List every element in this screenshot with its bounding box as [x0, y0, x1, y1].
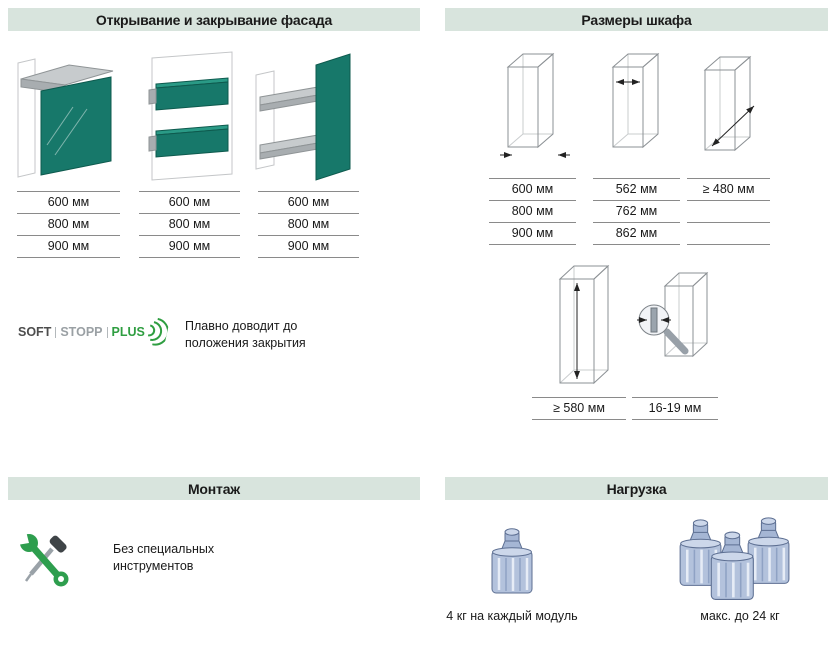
- table-cell: 900 мм: [139, 235, 240, 257]
- section-title: Монтаж: [187, 480, 241, 497]
- logo-divider: [55, 326, 57, 338]
- table-cell: 16-19 мм: [632, 397, 718, 419]
- table-cell: 800 мм: [139, 213, 240, 235]
- table-cell: 762 мм: [593, 200, 680, 222]
- cabinet-height-icon: [548, 255, 618, 390]
- montage-description: Без специальных инструментов: [113, 542, 215, 573]
- facade-size-table-3: 600 мм 800 мм 900 мм: [258, 191, 359, 258]
- cabinet-depth-icon: [695, 40, 770, 165]
- table-cell: [687, 200, 770, 222]
- table-cell: 800 мм: [489, 200, 576, 222]
- cabinet-inner-width-table: 562 мм 762 мм 862 мм: [593, 178, 680, 245]
- cabinet-outer-width-icon: [500, 42, 570, 167]
- facade-sidepanel-illustration: [252, 45, 357, 185]
- section-header-dimensions: Размеры шкафа: [445, 8, 828, 31]
- logo-text-soft: SOFT: [18, 325, 52, 339]
- section-title: Открывание и закрывание фасада: [95, 11, 333, 28]
- section-header-facade: Открывание и закрывание фасада: [8, 8, 420, 31]
- table-cell: 600 мм: [258, 191, 359, 213]
- logo-text-plus: PLUS: [111, 325, 145, 339]
- table-cell: 562 мм: [593, 178, 680, 200]
- softstopp-logo: SOFT STOPP PLUS: [18, 316, 169, 348]
- panel-thickness-icon: [635, 258, 720, 388]
- facade-size-table-1: 600 мм 800 мм 900 мм: [17, 191, 120, 258]
- table-cell: 900 мм: [489, 222, 576, 244]
- table-cell: ≥ 480 мм: [687, 178, 770, 200]
- table-cell: 600 мм: [489, 178, 576, 200]
- facade-size-table-2: 600 мм 800 мм 900 мм: [139, 191, 240, 258]
- table-cell: 800 мм: [258, 213, 359, 235]
- facade-liftdoor-illustration: [15, 45, 120, 185]
- panel-thickness-table: 16-19 мм: [632, 397, 718, 420]
- table-cell: 900 мм: [17, 235, 120, 257]
- logo-divider: [106, 326, 108, 338]
- sound-waves-icon: [144, 316, 169, 348]
- wrench-screwdriver-icon: [14, 530, 76, 596]
- table-cell: ≥ 580 мм: [532, 397, 626, 419]
- table-cell: 800 мм: [17, 213, 120, 235]
- logo-text-stopp: STOPP: [60, 325, 103, 339]
- cabinet-height-table: ≥ 580 мм: [532, 397, 626, 420]
- section-title: Размеры шкафа: [581, 11, 692, 28]
- load-per-module-label: 4 кг на каждый модуль: [446, 609, 578, 623]
- section-header-load: Нагрузка: [445, 477, 828, 500]
- section-title: Нагрузка: [606, 480, 667, 497]
- weights-group-icon: [672, 505, 797, 605]
- facade-twoflaps-illustration: [140, 48, 240, 183]
- cabinet-inner-width-icon: [605, 42, 675, 167]
- table-cell: 600 мм: [139, 191, 240, 213]
- load-max-label: макс. до 24 кг: [700, 609, 780, 623]
- section-header-montage: Монтаж: [8, 477, 420, 500]
- weight-icon: [486, 524, 538, 604]
- table-cell: 900 мм: [258, 235, 359, 257]
- cabinet-width-table: 600 мм 800 мм 900 мм: [489, 178, 576, 245]
- table-cell: [687, 222, 770, 244]
- table-cell: 862 мм: [593, 222, 680, 244]
- table-cell: 600 мм: [17, 191, 120, 213]
- facade-description: Плавно доводит до положения закрытия: [185, 319, 306, 350]
- cabinet-depth-table: ≥ 480 мм: [687, 178, 770, 245]
